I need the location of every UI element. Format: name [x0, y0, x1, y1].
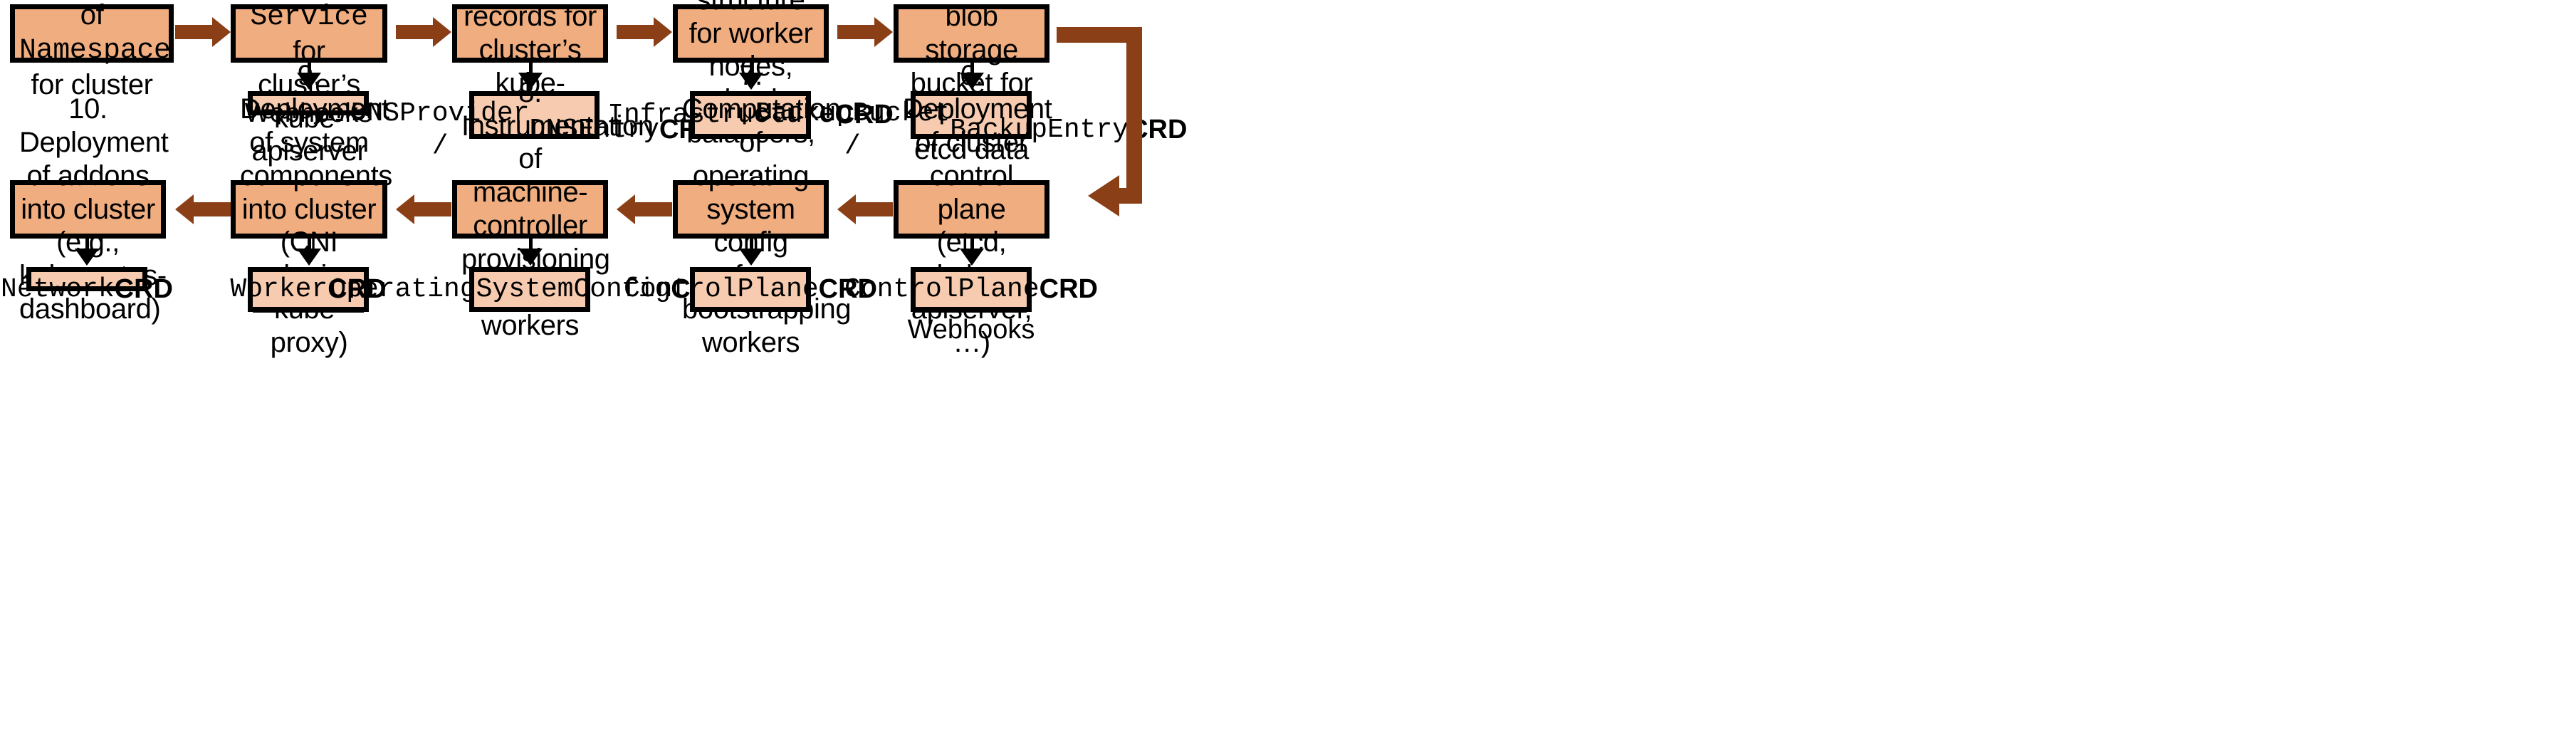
artifact-cell: Webhooks [244, 98, 372, 128]
connector-step-3-artifact [513, 63, 548, 90]
flow-arrow-4-to-5 [837, 17, 893, 47]
artifact-box-backupbucket-backupentry[interactable]: BackupBucket /BackupEntry CRD [755, 91, 1187, 162]
connector-step-2-artifact [291, 63, 327, 90]
artifact-box-operatingsystemconfig[interactable]: ControlPlane CRD [624, 267, 877, 312]
connector-step-10-artifact [69, 239, 105, 266]
connector-step-5-artifact [954, 63, 990, 90]
artifact-box-webhooks-10[interactable]: Network CRD [1, 267, 173, 305]
step-box-5[interactable]: 5. Preparation of backupblob storage buc… [894, 1, 1049, 165]
step-box-2[interactable]: 2. Creation of loadbalancer Service forc… [231, 1, 387, 167]
connector-step-7-artifact [733, 239, 769, 266]
flow-arrow-7-to-8 [617, 194, 672, 224]
artifact-cell: DNSProvider /DNSEntry CRD [350, 98, 718, 162]
artifact-cell: ControlPlane CRD [844, 274, 1098, 305]
artifact-cell: Network CRD [1, 274, 173, 305]
artifact-box-dnsprovider-dnsentry[interactable]: DNSProvider /DNSEntry CRD [351, 91, 718, 162]
artifact-cell: ControlPlane CRD [624, 274, 877, 305]
artifact-box-webhooks-2[interactable]: Webhooks [245, 91, 372, 128]
artifact-cell: Webhooks [908, 307, 1035, 348]
flow-arrow-8-to-9 [396, 194, 451, 224]
flow-arrow-3-to-4 [617, 17, 672, 47]
flow-arrow-2-to-3 [396, 17, 451, 47]
connector-step-4-artifact [733, 63, 769, 90]
connector-step-9-artifact [291, 239, 327, 266]
flow-arrow-6-to-7 [837, 194, 893, 224]
flow-arrow-5-to-6-wrap [1057, 17, 1142, 216]
flow-arrow-1-to-2 [175, 17, 231, 47]
step-box-3[interactable]: 3. Creation of DNSrecords for cluster’sk… [452, 1, 608, 132]
step-box-4[interactable]: 4. Preparation of infra-structure for wo… [673, 0, 829, 182]
artifact-cell [253, 307, 364, 315]
artifact-cell: BackupBucket /BackupEntry CRD [755, 98, 1188, 162]
flow-arrow-9-to-10 [175, 194, 231, 224]
connector-step-6-artifact [954, 239, 990, 266]
connector-step-8-artifact [513, 239, 548, 266]
